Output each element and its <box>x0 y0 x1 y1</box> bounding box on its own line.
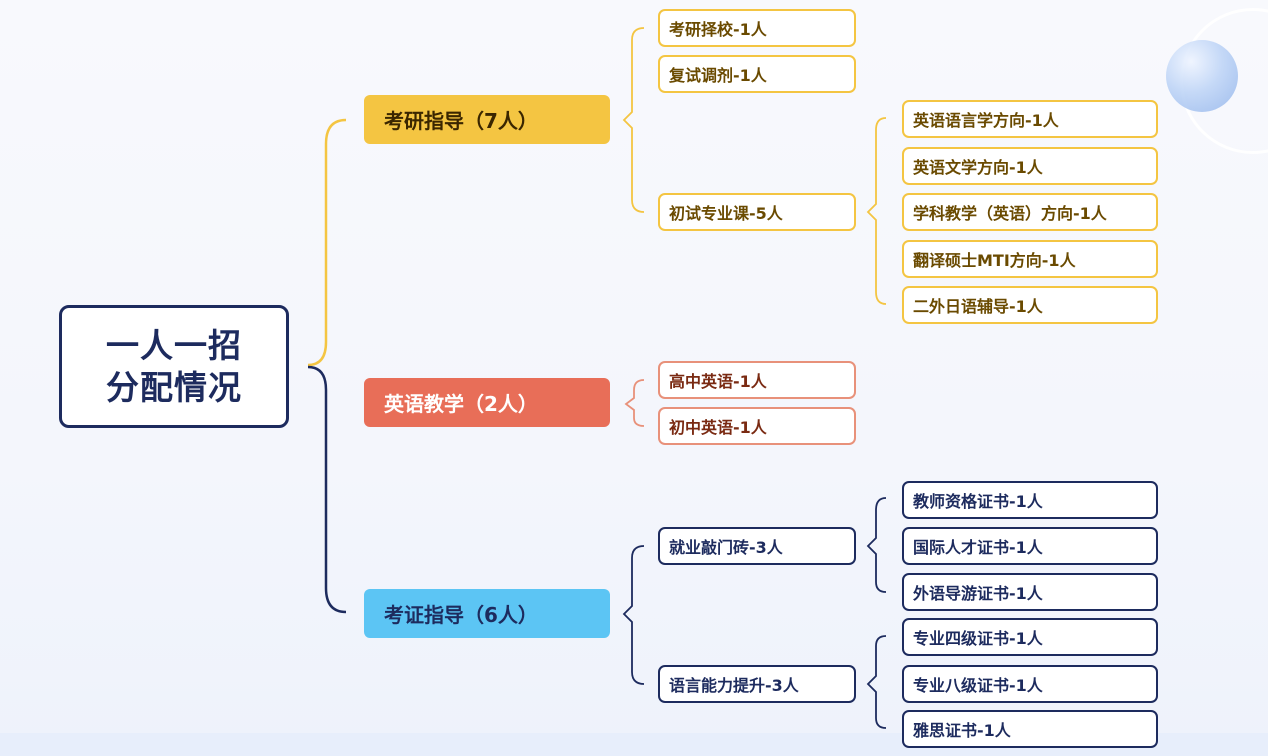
leaf-language-ielts: 雅思证书-1人 <box>902 710 1158 748</box>
leaf-kaoyan-school: 考研择校-1人 <box>658 9 856 47</box>
leaf-initial-mti: 翻译硕士MTI方向-1人 <box>902 240 1158 278</box>
leaf-cert-employment: 就业敲门砖-3人 <box>658 527 856 565</box>
leaf-employment-talent: 国际人才证书-1人 <box>902 527 1158 565</box>
decorative-orb <box>1166 40 1238 112</box>
leaf-employment-guide: 外语导游证书-1人 <box>902 573 1158 611</box>
leaf-teaching-middle: 初中英语-1人 <box>658 407 856 445</box>
leaf-cert-language: 语言能力提升-3人 <box>658 665 856 703</box>
connector-language-bracket <box>866 635 887 729</box>
root-title-line2: 分配情况 <box>106 367 242 407</box>
leaf-language-tem4: 专业四级证书-1人 <box>902 618 1158 656</box>
branch-cert: 考证指导（6人） <box>364 589 610 638</box>
connector-root-cert <box>307 365 347 614</box>
leaf-teaching-high: 高中英语-1人 <box>658 361 856 399</box>
connector-root-kaoyan <box>307 118 347 367</box>
leaf-initial-linguistics: 英语语言学方向-1人 <box>902 100 1158 138</box>
leaf-initial-japanese: 二外日语辅导-1人 <box>902 286 1158 324</box>
leaf-kaoyan-retest: 复试调剂-1人 <box>658 55 856 93</box>
root-node: 一人一招 分配情况 <box>59 305 289 428</box>
leaf-employment-teacher: 教师资格证书-1人 <box>902 481 1158 519</box>
connector-cert-bracket <box>622 545 645 685</box>
connector-employment-bracket <box>866 497 887 593</box>
branch-teaching: 英语教学（2人） <box>364 378 610 427</box>
root-title-line1: 一人一招 <box>106 325 242 365</box>
leaf-language-tem8: 专业八级证书-1人 <box>902 665 1158 703</box>
connector-teaching-bracket <box>624 379 645 427</box>
leaf-kaoyan-initial: 初试专业课-5人 <box>658 193 856 231</box>
leaf-initial-literature: 英语文学方向-1人 <box>902 147 1158 185</box>
branch-kaoyan: 考研指导（7人） <box>364 95 610 144</box>
connector-initial-bracket <box>866 117 887 305</box>
leaf-initial-pedagogy: 学科教学（英语）方向-1人 <box>902 193 1158 231</box>
connector-kaoyan-bracket <box>622 27 645 213</box>
